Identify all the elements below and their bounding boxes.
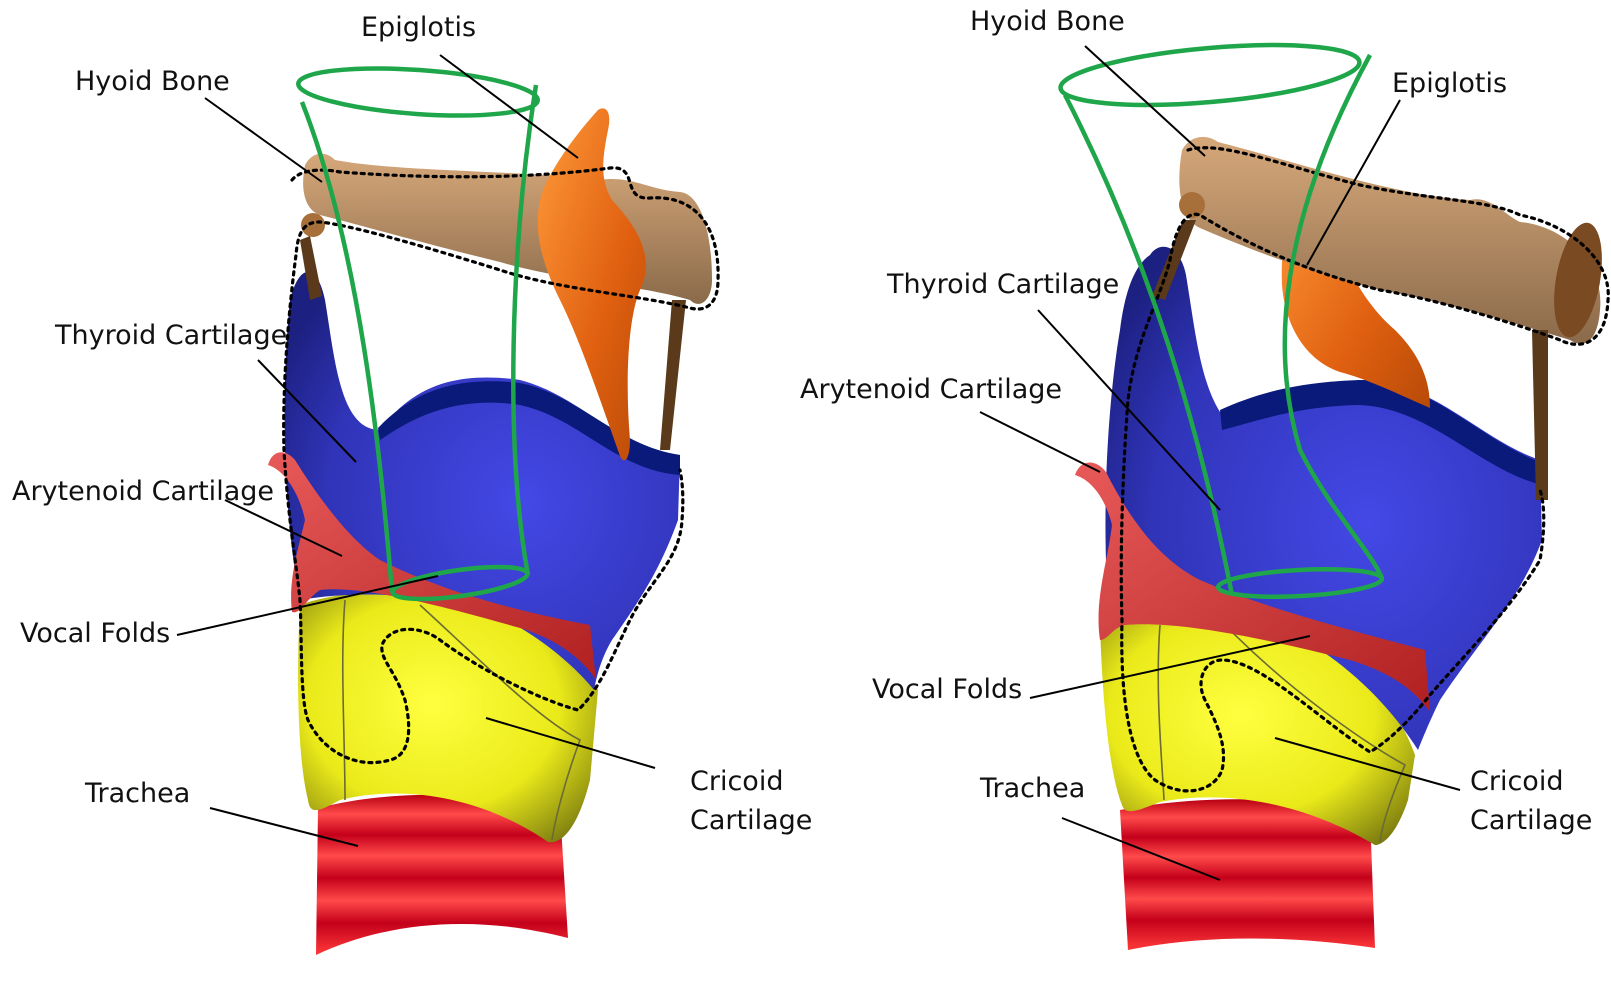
hyoid-joint xyxy=(301,213,325,237)
hyoid-bone-shape xyxy=(1179,137,1600,344)
leader-line xyxy=(980,412,1100,472)
label-thyroid-cartilage: Thyroid Cartilage xyxy=(886,269,1119,300)
larynx-view-right: Hyoid Bone Epiglotis Thyroid Cartilage A… xyxy=(800,6,1610,950)
hyoid-joint xyxy=(1179,192,1205,218)
label-cricoid-line2: Cartilage xyxy=(690,805,812,836)
airway-tube-top xyxy=(297,62,539,123)
label-arytenoid-cartilage: Arytenoid Cartilage xyxy=(800,374,1062,405)
label-trachea: Trachea xyxy=(979,773,1085,804)
label-epiglotis: Epiglotis xyxy=(361,12,476,43)
label-hyoid-bone: Hyoid Bone xyxy=(75,66,230,97)
label-cricoid-line1: Cricoid xyxy=(1470,766,1563,797)
leader-line xyxy=(440,55,578,158)
larynx-view-left: Epiglotis Hyoid Bone Thyroid Cartilage A… xyxy=(12,12,812,955)
thyrohyoid-ligament xyxy=(660,300,686,450)
label-cricoid-line1: Cricoid xyxy=(690,766,783,797)
label-trachea: Trachea xyxy=(84,778,190,809)
label-thyroid-cartilage: Thyroid Cartilage xyxy=(54,320,287,351)
label-arytenoid-cartilage: Arytenoid Cartilage xyxy=(12,476,274,507)
label-cricoid-line2: Cartilage xyxy=(1470,805,1592,836)
label-vocal-folds: Vocal Folds xyxy=(20,618,170,649)
label-vocal-folds: Vocal Folds xyxy=(872,674,1022,705)
label-epiglotis: Epiglotis xyxy=(1392,68,1507,99)
airway-tube-top xyxy=(1058,35,1362,115)
label-hyoid-bone: Hyoid Bone xyxy=(970,6,1125,37)
